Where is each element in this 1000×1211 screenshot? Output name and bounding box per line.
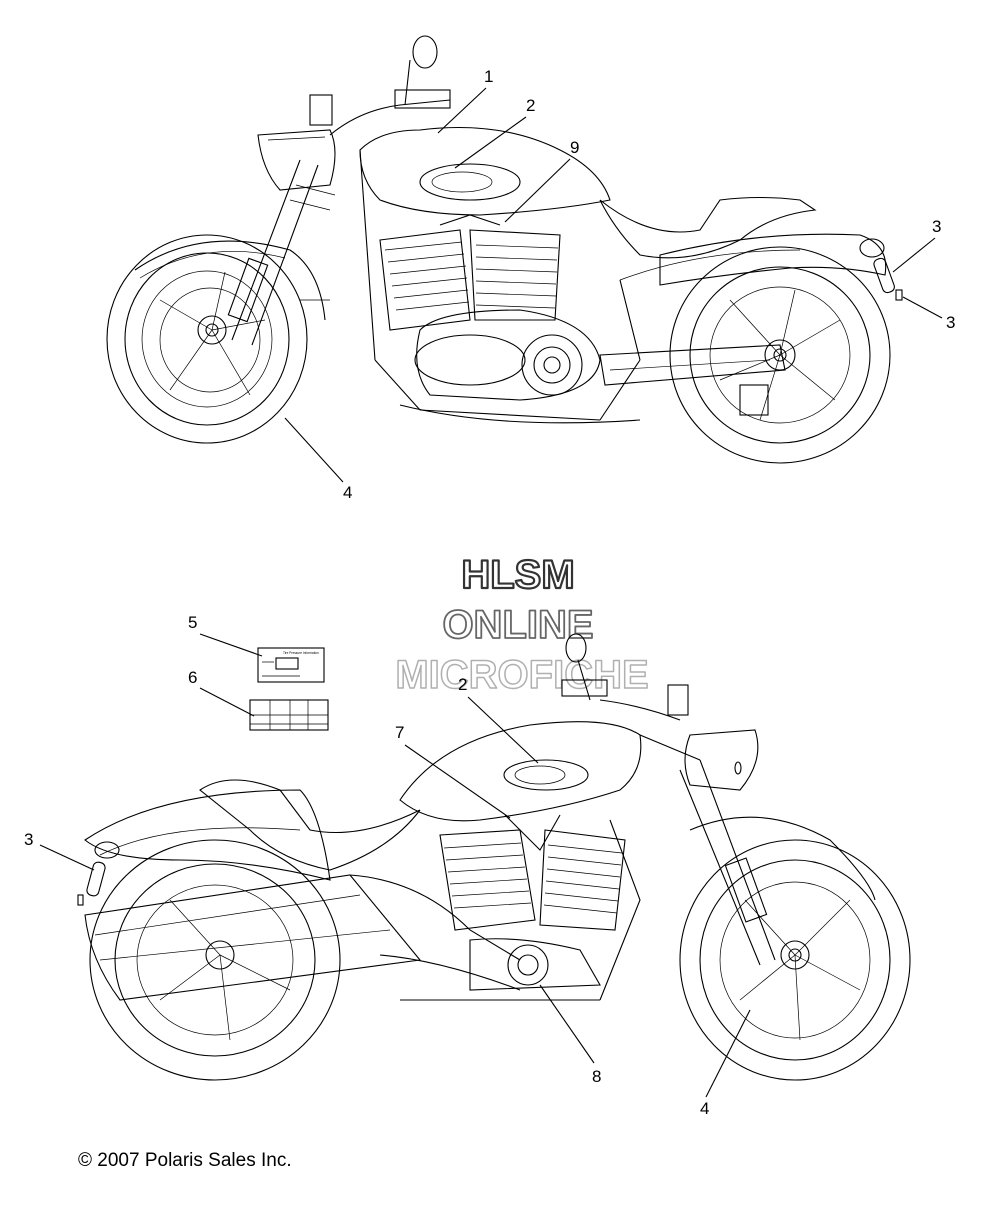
front-wheel-bottom — [679, 839, 911, 1081]
watermark-microfiche: MICROFICHE — [395, 653, 648, 697]
engine-bottom — [439, 814, 626, 991]
rear-wheel-top — [669, 246, 891, 464]
watermark-online: ONLINE — [442, 603, 593, 647]
callout-bot-6: 6 — [188, 668, 197, 687]
watermark: HLSM ONLINE MICROFICHE — [395, 552, 650, 698]
callout-top-2: 2 — [526, 96, 535, 115]
callout-bot-3: 3 — [24, 830, 33, 849]
fuel-tank-top — [359, 126, 611, 216]
decal-6 — [249, 699, 329, 731]
callout-top-3b: 3 — [946, 313, 955, 332]
front-wheel-top — [106, 234, 308, 444]
callouts-bottom: 5 6 2 7 3 8 4 — [24, 613, 751, 1118]
decal-5: Tire Pressure Information — [257, 647, 325, 683]
motorcycle-right-side-view — [106, 35, 903, 464]
decal-5-title: Tire Pressure Information — [283, 651, 319, 655]
callout-top-1: 1 — [484, 67, 493, 86]
callouts-top: 1 2 9 3 3 4 — [284, 67, 955, 502]
callout-top-4: 4 — [343, 483, 352, 502]
callout-bot-5: 5 — [188, 613, 197, 632]
callout-top-9: 9 — [570, 138, 579, 157]
callout-top-3a: 3 — [932, 217, 941, 236]
callout-bot-7: 7 — [395, 723, 404, 742]
motorcycle-left-side-view — [77, 633, 911, 1081]
fuel-tank-bottom — [399, 721, 642, 822]
callout-bot-4: 4 — [700, 1099, 709, 1118]
exhaust-bottom — [84, 874, 521, 1001]
engine-top — [379, 214, 601, 401]
callout-bot-8: 8 — [592, 1067, 601, 1086]
watermark-hlsm: HLSM — [461, 553, 574, 597]
rear-wheel-bottom — [89, 839, 341, 1081]
callout-bot-2: 2 — [458, 675, 467, 694]
copyright-notice: © 2007 Polaris Sales Inc. — [78, 1150, 292, 1171]
